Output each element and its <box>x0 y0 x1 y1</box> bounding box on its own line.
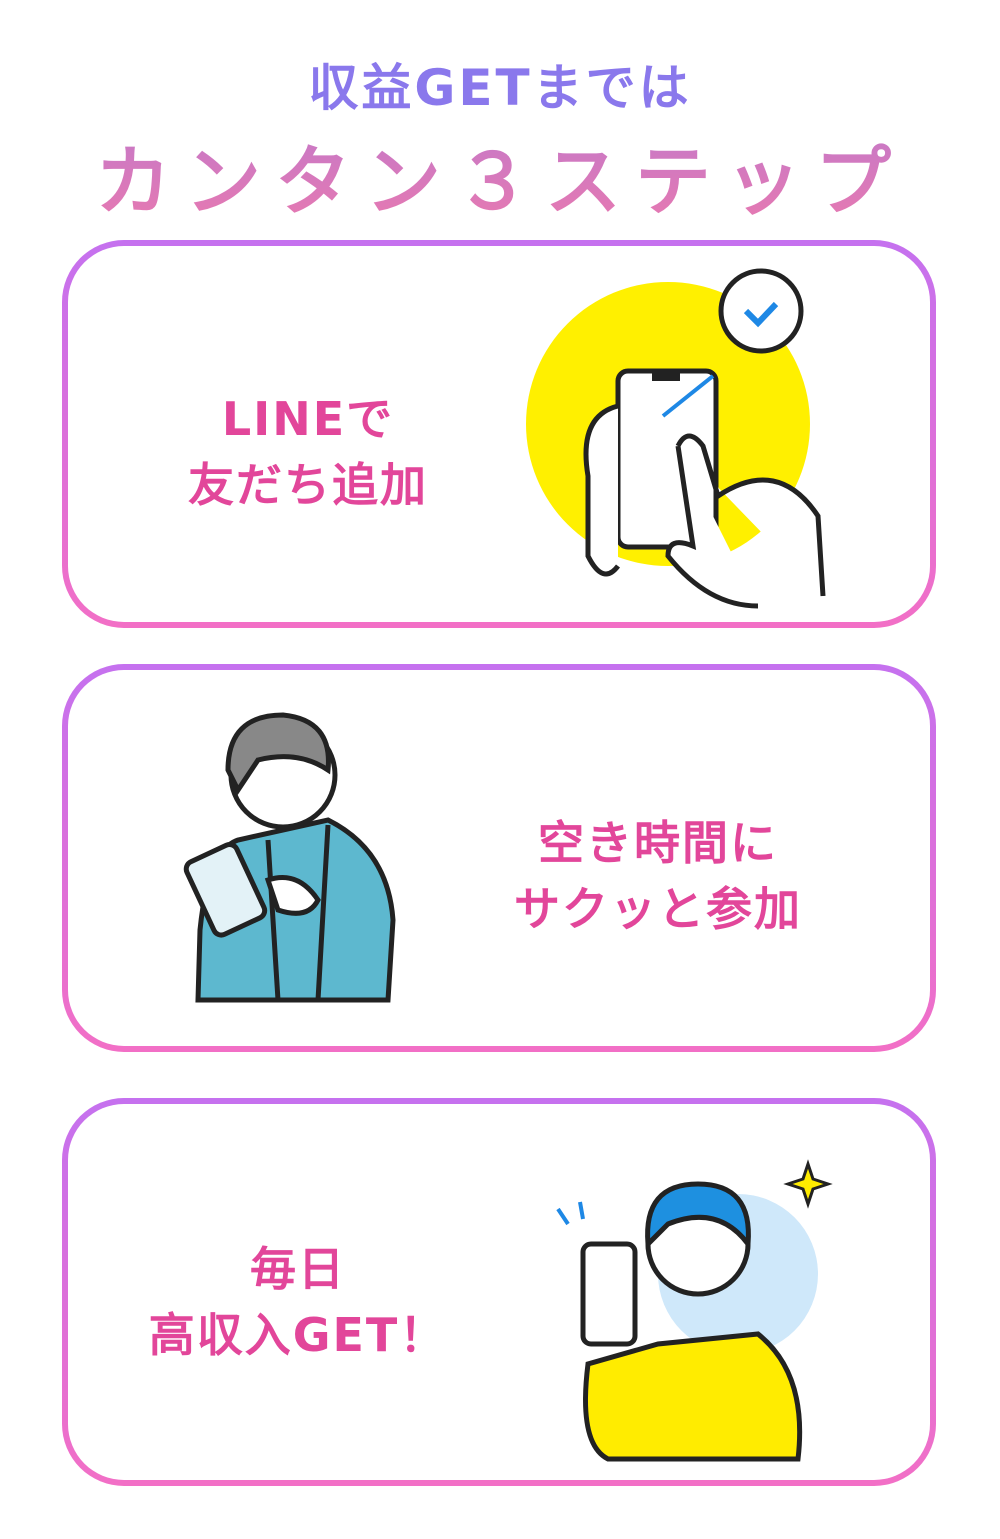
man-with-phone-illustration <box>183 712 396 1003</box>
step-2-text: 空き時間に サクッと参加 <box>478 810 838 942</box>
step-1-line1: LINEで <box>221 392 395 446</box>
step-3-line1: 毎日 <box>250 1242 346 1296</box>
step-3-text: 毎日 高収入GET！ <box>128 1236 468 1368</box>
step-card-2: 空き時間に サクッと参加 <box>62 664 936 1052</box>
step-3-line2: 高収入GET！ <box>148 1308 448 1362</box>
header-title: カンタン３ステップ <box>0 120 1000 230</box>
woman-with-phone-illustration <box>556 1159 833 1462</box>
phone-hand-illustration <box>526 268 826 609</box>
step-2-line1: 空き時間に <box>538 816 778 870</box>
header-subtitle: 収益GETまでは <box>308 59 692 117</box>
step-2-line2: サクッと参加 <box>514 882 802 936</box>
step-card-1: LINEで 友だち追加 <box>62 240 936 628</box>
step-1-line2: 友だち追加 <box>188 458 428 512</box>
step-1-text: LINEで 友だち追加 <box>148 386 468 518</box>
step-card-3: 毎日 高収入GET！ <box>62 1098 936 1486</box>
